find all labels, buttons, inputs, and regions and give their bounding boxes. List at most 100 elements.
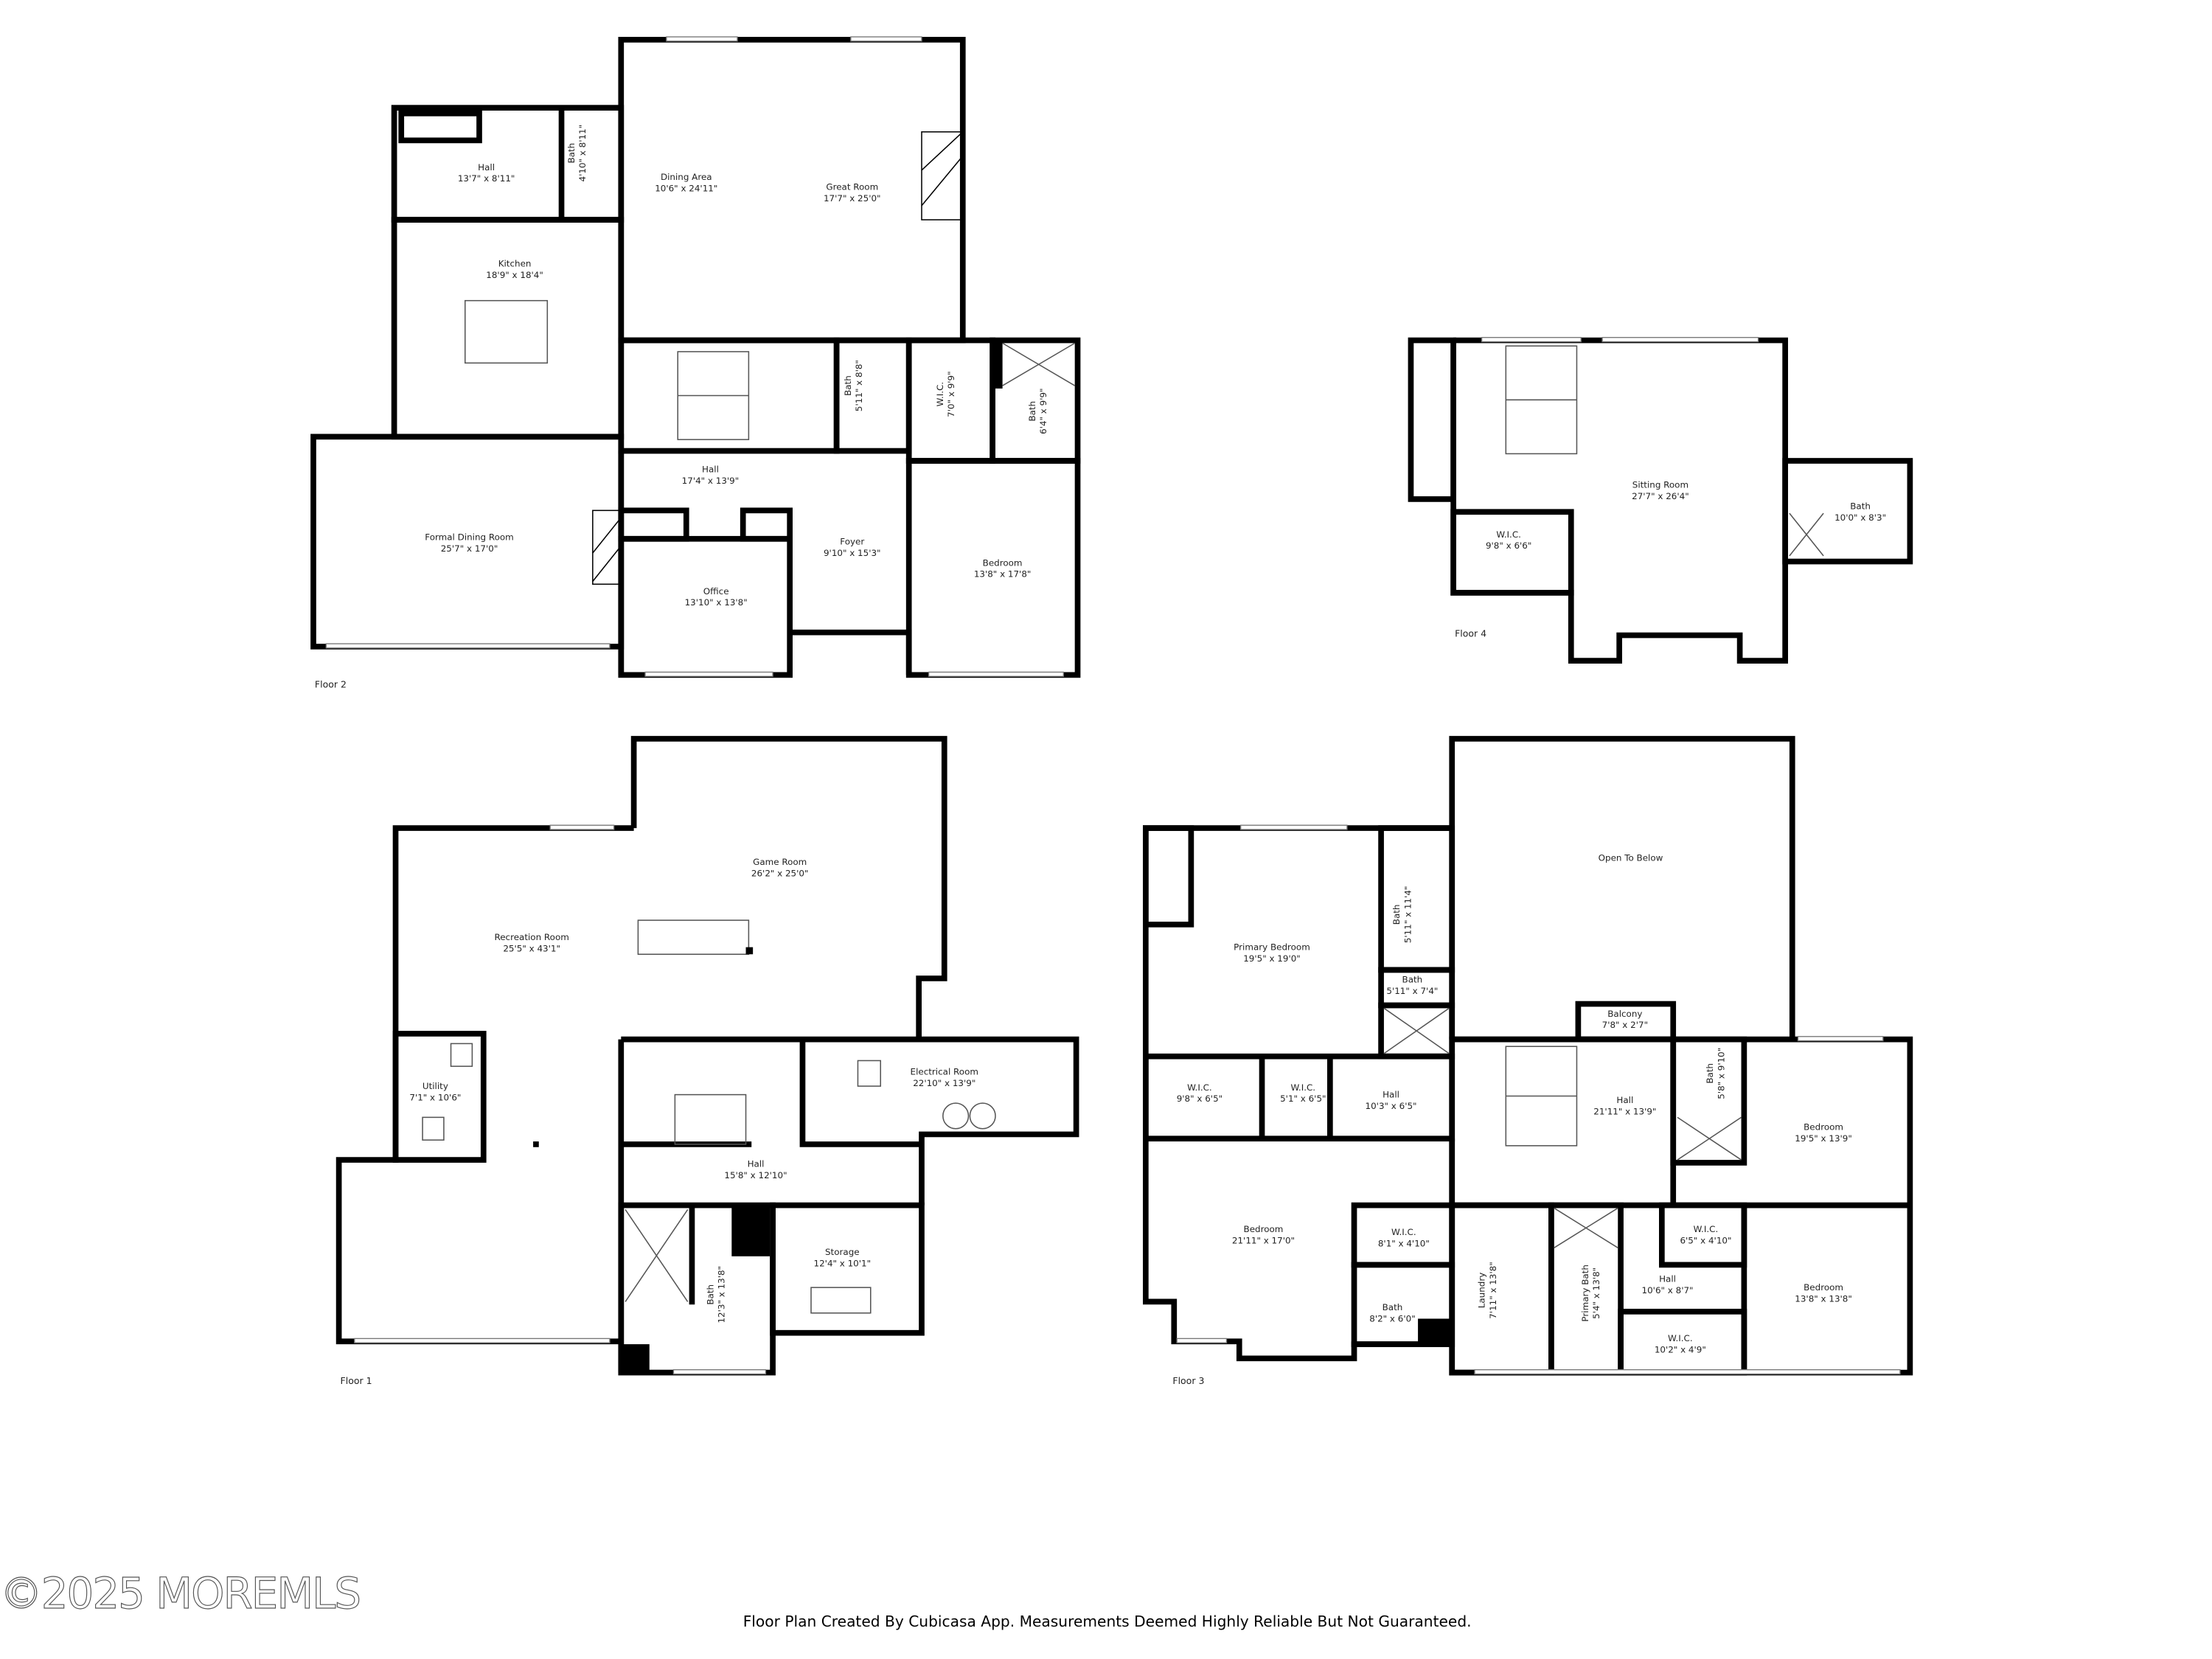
room-name: Hall bbox=[1659, 1273, 1676, 1284]
room-dimensions: 27'7" x 26'4" bbox=[1632, 491, 1689, 501]
room-dimensions: 12'4" x 10'1" bbox=[814, 1258, 872, 1268]
room-name: Great Room bbox=[826, 182, 878, 192]
room-name: Bath bbox=[1850, 501, 1871, 511]
floor-label: Floor 1 bbox=[341, 1375, 372, 1386]
room-name: Hall bbox=[702, 464, 719, 474]
room-name: Utility bbox=[422, 1081, 448, 1091]
room-dimensions: 5'11" x 7'4" bbox=[1386, 986, 1438, 996]
room-name: Bedroom bbox=[1244, 1224, 1284, 1234]
room-dimensions: 7'11" x 13'8" bbox=[1488, 1262, 1498, 1319]
room-dimensions: 25'5" x 43'1" bbox=[503, 943, 560, 953]
room-name: Primary Bath bbox=[1580, 1265, 1590, 1321]
room-name: W.I.C. bbox=[1291, 1082, 1316, 1093]
room-dimensions: 7'8" x 2'7" bbox=[1602, 1020, 1648, 1030]
floor-2-labels: Hall 13'7" x 8'11" Bath 4'10" x 8'11" Di… bbox=[315, 125, 1048, 690]
room-dimensions: 19'5" x 13'9" bbox=[1795, 1133, 1852, 1144]
room-name: W.I.C. bbox=[1187, 1082, 1212, 1093]
room-dimensions: 21'11" x 13'9" bbox=[1593, 1107, 1656, 1117]
room-name: Primary Bedroom bbox=[1234, 942, 1310, 952]
room-name: Bath bbox=[1705, 1063, 1715, 1084]
room-dimensions: 7'0" x 9'9" bbox=[946, 371, 956, 417]
room-name: Open To Below bbox=[1599, 852, 1663, 863]
floor-4-walls bbox=[1408, 337, 1913, 664]
floor-label: Floor 3 bbox=[1172, 1375, 1204, 1386]
room-dimensions: 6'5" x 4'10" bbox=[1680, 1236, 1731, 1246]
room-name: Hall bbox=[748, 1159, 765, 1169]
room-name: W.I.C. bbox=[935, 382, 945, 407]
room-name: Storage bbox=[825, 1247, 860, 1257]
room-dimensions: 19'5" x 19'0" bbox=[1243, 953, 1301, 964]
floor-1-labels: Game Room 26'2" x 25'0" Recreation Room … bbox=[341, 857, 978, 1386]
disclaimer-caption: Floor Plan Created By Cubicasa App. Meas… bbox=[743, 1613, 1472, 1630]
floor-3-walls bbox=[1143, 736, 1913, 1376]
room-name: Bedroom bbox=[1804, 1282, 1843, 1293]
floor-4-plan: Sitting Room 27'7" x 26'4" W.I.C. 9'8" x… bbox=[1408, 337, 1913, 664]
room-dimensions: 10'6" x 8'7" bbox=[1642, 1285, 1694, 1295]
room-name: Bath bbox=[1391, 905, 1402, 925]
room-dimensions: 13'7" x 8'11" bbox=[458, 173, 515, 184]
room-dimensions: 8'1" x 4'10" bbox=[1378, 1238, 1430, 1248]
floor-label: Floor 2 bbox=[315, 679, 347, 690]
room-name: W.I.C. bbox=[1694, 1224, 1719, 1234]
room-name: W.I.C. bbox=[1668, 1333, 1693, 1343]
room-name: W.I.C. bbox=[1391, 1227, 1416, 1237]
floor-3-plan: Open To Below Primary Bedroom 19'5" x 19… bbox=[1143, 736, 1913, 1386]
room-name: Laundry bbox=[1476, 1273, 1486, 1309]
room-dimensions: 5'1" x 6'5" bbox=[1280, 1093, 1326, 1104]
room-dimensions: 17'4" x 13'9" bbox=[682, 476, 740, 486]
room-name: Foyer bbox=[840, 536, 864, 546]
room-dimensions: 9'8" x 6'5" bbox=[1177, 1093, 1222, 1104]
room-name: Sitting Room bbox=[1632, 480, 1688, 490]
room-dimensions: 10'6" x 24'11" bbox=[655, 184, 717, 194]
mls-watermark: ©2025 MOREMLS bbox=[0, 1568, 360, 1618]
room-name: Dining Area bbox=[661, 172, 712, 182]
room-dimensions: 7'1" x 10'6" bbox=[409, 1092, 461, 1102]
room-dimensions: 8'2" x 6'0" bbox=[1369, 1313, 1415, 1324]
room-dimensions: 10'0" x 8'3" bbox=[1834, 512, 1886, 523]
room-dimensions: 9'10" x 15'3" bbox=[824, 548, 881, 558]
room-dimensions: 10'3" x 6'5" bbox=[1366, 1101, 1417, 1111]
room-name: Bath bbox=[1382, 1302, 1403, 1312]
floor-1-walls bbox=[335, 736, 1079, 1376]
room-name: Bath bbox=[843, 375, 853, 396]
room-name: Hall bbox=[1616, 1095, 1633, 1105]
floor-1-plan: Game Room 26'2" x 25'0" Recreation Room … bbox=[335, 736, 1079, 1386]
room-name: Bath bbox=[566, 143, 577, 164]
room-name: Office bbox=[703, 586, 729, 597]
room-dimensions: 4'10" x 8'11" bbox=[577, 125, 588, 182]
room-dimensions: 10'2" x 4'9" bbox=[1655, 1345, 1706, 1355]
room-name: Game Room bbox=[753, 857, 807, 867]
room-name: Bath bbox=[1402, 975, 1423, 985]
room-dimensions: 13'10" x 13'8" bbox=[685, 597, 748, 608]
room-dimensions: 9'8" x 6'6" bbox=[1486, 540, 1531, 551]
floor-4-labels: Sitting Room 27'7" x 26'4" W.I.C. 9'8" x… bbox=[1455, 480, 1886, 639]
floor-2-walls bbox=[310, 36, 1081, 678]
room-dimensions: 6'4" x 9'9" bbox=[1038, 388, 1048, 434]
room-dimensions: 13'8" x 13'8" bbox=[1795, 1293, 1852, 1304]
floor-3-labels: Open To Below Primary Bedroom 19'5" x 19… bbox=[1172, 852, 1851, 1386]
room-dimensions: 12'3" x 13'8" bbox=[717, 1266, 727, 1324]
room-dimensions: 21'11" x 17'0" bbox=[1232, 1236, 1295, 1246]
room-dimensions: 18'9" x 18'4" bbox=[486, 270, 543, 280]
floor-label: Floor 4 bbox=[1455, 627, 1486, 639]
room-name: Hall bbox=[1382, 1089, 1399, 1099]
room-dimensions: 22'10" x 13'9" bbox=[913, 1078, 975, 1088]
room-dimensions: 5'8" x 9'10" bbox=[1716, 1048, 1726, 1099]
room-dimensions: 5'11" x 11'4" bbox=[1402, 886, 1413, 944]
room-dimensions: 17'7" x 25'0" bbox=[824, 193, 881, 204]
room-dimensions: 25'7" x 17'0" bbox=[441, 543, 498, 554]
room-dimensions: 5'4" x 13'8" bbox=[1591, 1267, 1601, 1319]
room-name: Bath bbox=[1027, 401, 1037, 422]
room-name: Bath bbox=[705, 1284, 715, 1305]
room-dimensions: 26'2" x 25'0" bbox=[751, 868, 809, 878]
room-name: Kitchen bbox=[498, 259, 532, 269]
room-name: Recreation Room bbox=[494, 932, 568, 942]
room-name: Balcony bbox=[1607, 1009, 1642, 1019]
room-name: Hall bbox=[478, 162, 495, 173]
room-dimensions: 13'8" x 17'8" bbox=[974, 569, 1032, 580]
room-dimensions: 15'8" x 12'10" bbox=[724, 1170, 787, 1180]
room-name: Electrical Room bbox=[911, 1067, 978, 1077]
room-name: Bedroom bbox=[1804, 1122, 1843, 1133]
room-dimensions: 5'11" x 8'8" bbox=[854, 360, 864, 411]
